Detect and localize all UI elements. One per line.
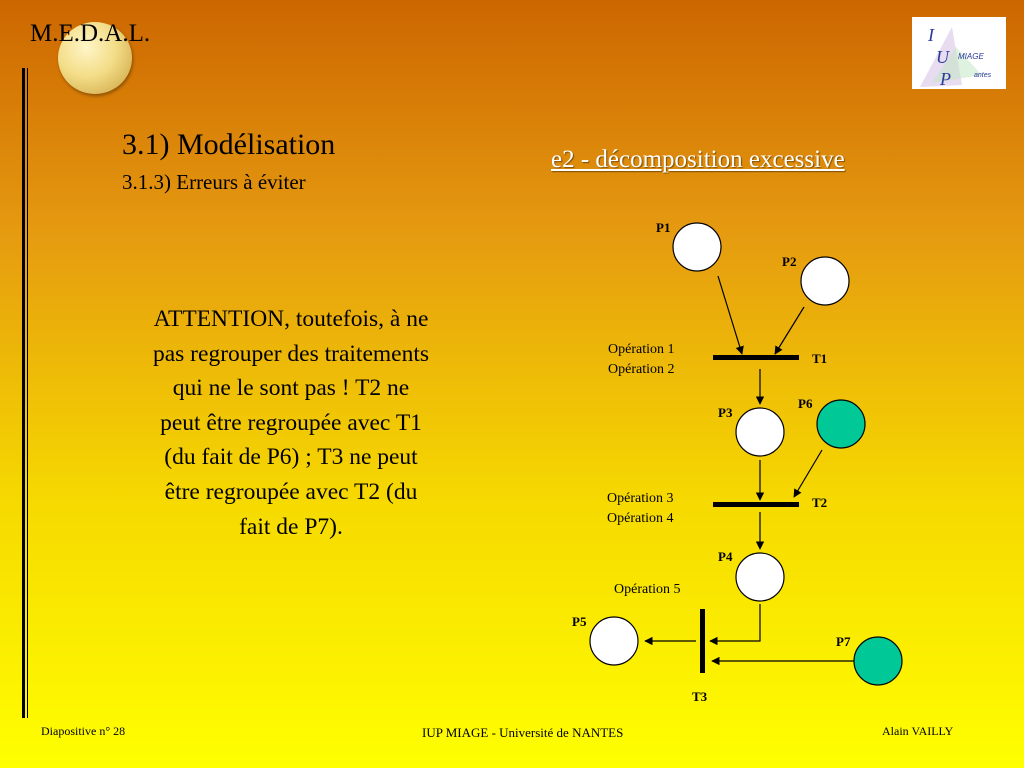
warning-paragraph: ATTENTION, toutefois, à ne pas regrouper… — [152, 306, 430, 540]
operation-1-label: Opération 1 — [608, 342, 674, 357]
operation-2-label: Opération 2 — [608, 362, 674, 377]
section-subtitle: 3.1.3) Erreurs à éviter — [122, 170, 306, 194]
transition-t2-bar — [713, 502, 799, 507]
place-p3-label: P3 — [718, 405, 733, 420]
place-p1 — [672, 222, 722, 272]
place-p7 — [853, 636, 903, 686]
arc-p2-t1 — [774, 306, 805, 355]
place-p1-label: P1 — [656, 220, 670, 235]
slide-number: Diapositive n° 28 — [41, 724, 126, 738]
diagram-title-link[interactable]: e2 - décomposition excessive — [551, 146, 845, 173]
arc-p1-t1 — [717, 275, 744, 355]
left-rule-thick — [22, 68, 25, 718]
place-p2-label: P2 — [782, 254, 796, 269]
arc-p6-t2 — [793, 449, 823, 498]
place-p5 — [589, 616, 639, 666]
transition-t1-label: T1 — [812, 351, 827, 366]
iup-miage-logo: I U P MIAGE antes — [912, 17, 1006, 89]
logo-letter-i: I — [927, 25, 935, 45]
place-p4 — [735, 552, 785, 602]
footer-institution: IUP MIAGE - Université de NANTES — [422, 725, 624, 740]
transition-t3-label: T3 — [692, 689, 708, 704]
place-p5-label: P5 — [572, 614, 587, 629]
logo-letter-u: U — [936, 47, 950, 67]
place-p3 — [735, 407, 785, 457]
operation-4-label: Opération 4 — [607, 511, 673, 526]
place-p7-label: P7 — [836, 634, 851, 649]
place-p4-label: P4 — [718, 549, 733, 564]
operation-5-label: Opération 5 — [614, 582, 680, 597]
transition-t2-label: T2 — [812, 495, 827, 510]
left-rule-thin — [27, 68, 28, 718]
place-p6-label: P6 — [798, 396, 813, 411]
place-p2 — [800, 256, 850, 306]
logo-word-antes: antes — [974, 72, 992, 79]
arc-p4-t3 — [709, 604, 761, 646]
brand-title: M.E.D.A.L. — [30, 20, 151, 47]
operation-3-label: Opération 3 — [607, 491, 673, 506]
logo-word-miage: MIAGE — [958, 52, 984, 61]
footer-author: Alain VAILLY — [882, 724, 954, 738]
logo-letter-p: P — [939, 69, 951, 89]
logo-graphic: I U P MIAGE antes — [920, 25, 992, 89]
section-title: 3.1) Modélisation — [122, 128, 336, 161]
transition-t1-bar — [713, 355, 799, 360]
place-p6 — [816, 399, 866, 449]
transition-t3-bar — [700, 609, 705, 673]
medal-coin-icon — [58, 22, 132, 94]
